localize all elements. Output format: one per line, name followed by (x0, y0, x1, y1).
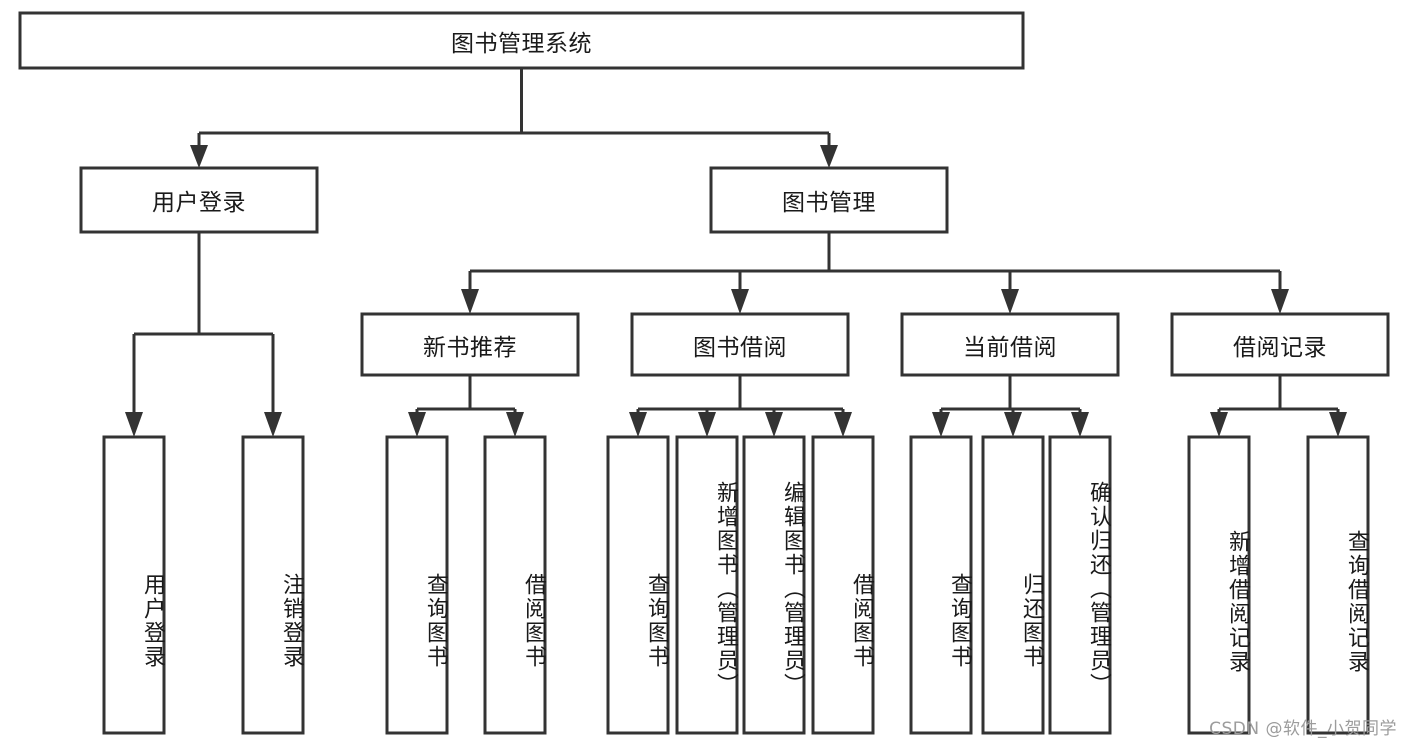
leaf-box-query-book-current[interactable] (909, 435, 973, 735)
leaf-box-query-book-rec[interactable] (385, 435, 449, 735)
leaf-box-return-book[interactable] (981, 435, 1045, 735)
leaf-box-add-borrow-record[interactable] (1187, 435, 1251, 735)
connector-group-root (190, 68, 838, 168)
node-box-book-borrow[interactable] (630, 312, 850, 377)
connector-group-book-borrow (629, 375, 852, 437)
csdn-watermark: CSDN @软件_小贺同学 (1209, 719, 1397, 739)
leaf-box-edit-book-admin[interactable] (742, 435, 806, 735)
leaf-box-query-borrow-record[interactable] (1306, 435, 1370, 735)
connector-group-borrow-record (1210, 375, 1347, 437)
node-box-new-book-recommend[interactable] (360, 312, 580, 377)
connector-group-new-book-recommend (408, 375, 524, 437)
leaf-box-user-login[interactable] (102, 435, 166, 735)
leaf-box-borrow-book[interactable] (811, 435, 875, 735)
leaf-box-query-book-borrow[interactable] (606, 435, 670, 735)
connector-group-book-management (461, 232, 1289, 314)
node-box-user-login[interactable] (79, 166, 319, 234)
connector-group-current-borrow (932, 375, 1089, 437)
leaf-box-add-book-admin[interactable] (675, 435, 739, 735)
node-box-borrow-record[interactable] (1170, 312, 1390, 377)
node-box-book-management[interactable] (709, 166, 949, 234)
leaf-box-borrow-book-rec[interactable] (483, 435, 547, 735)
leaf-box-confirm-return-admin[interactable] (1048, 435, 1112, 735)
node-box-current-borrow[interactable] (900, 312, 1120, 377)
node-box-root[interactable] (18, 11, 1025, 70)
connector-group-user-login (125, 232, 282, 437)
leaf-box-logout[interactable] (241, 435, 305, 735)
